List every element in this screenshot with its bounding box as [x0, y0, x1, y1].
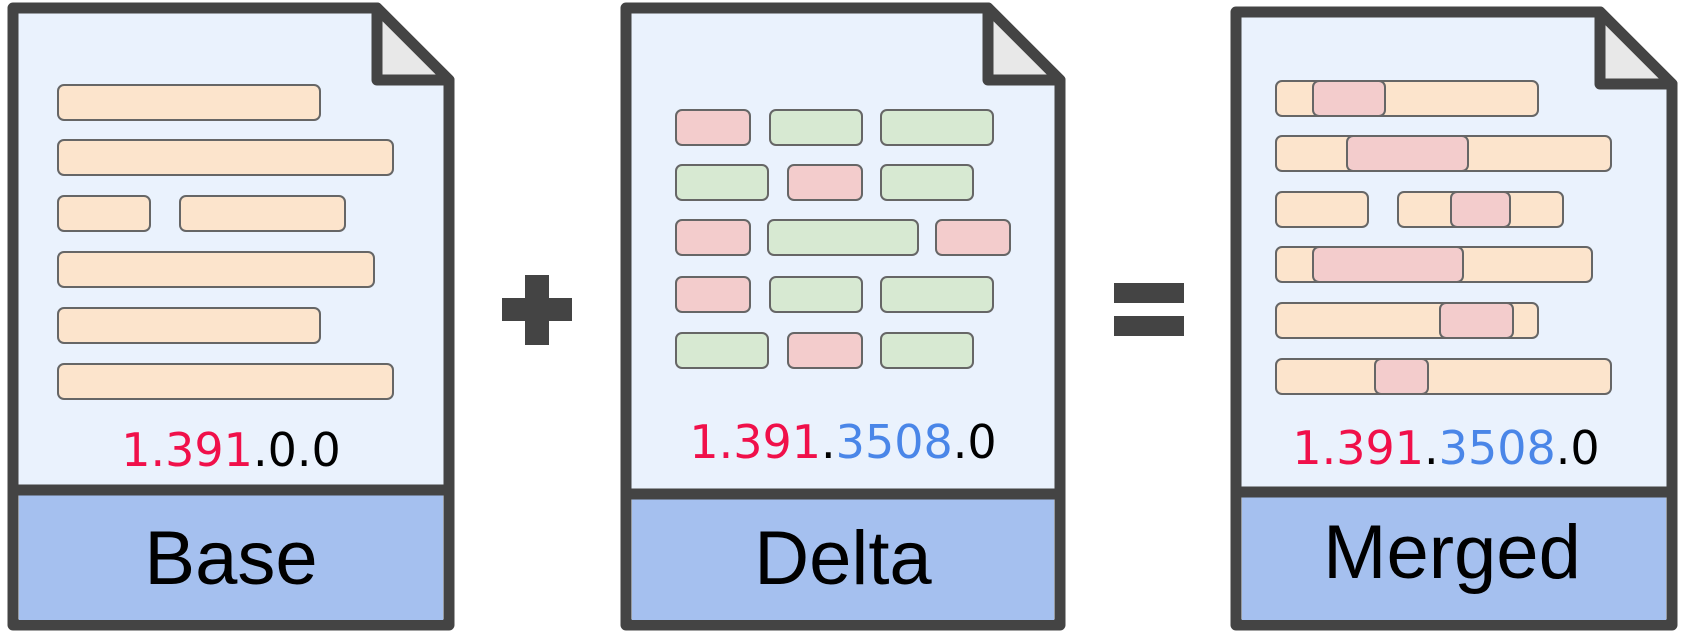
version-major: 1.391: [121, 423, 253, 477]
merged-label-band: [1242, 496, 1666, 620]
version-build: 3508: [1439, 421, 1556, 475]
delta-version: 1.391.3508.0: [689, 415, 996, 469]
version-separator: .: [821, 415, 836, 469]
delta-content-blocks: [675, 109, 1011, 369]
base-block: [57, 363, 394, 400]
plus-icon: [502, 275, 572, 345]
base-document: 1.391.0.0 Base: [7, 2, 455, 631]
base-block: [57, 195, 151, 232]
base-block: [1275, 191, 1369, 228]
removed-block: [935, 219, 1011, 256]
base-block: [57, 307, 321, 344]
equals-icon: [1114, 283, 1184, 336]
merged-page-fold-icon: [1594, 6, 1678, 90]
base-block: [57, 84, 321, 121]
version-patch: 0: [1570, 421, 1599, 475]
delta-document: 1.391.3508.0 Delta: [620, 2, 1066, 631]
base-block: [1275, 358, 1612, 395]
delta-page-fold-icon: [982, 2, 1066, 86]
removed-block: [675, 109, 751, 146]
base-page-fold-icon: [371, 2, 455, 86]
base-block: [179, 195, 346, 232]
removed-block: [1439, 302, 1514, 339]
added-block: [675, 332, 769, 369]
version-patch: 0: [967, 415, 996, 469]
merged-content-blocks: [1275, 80, 1612, 395]
base-block: [57, 251, 375, 288]
version-separator: .: [953, 415, 968, 469]
version-separator: .: [297, 423, 312, 477]
merged-document: 1.391.3508.0 Merged: [1230, 6, 1678, 631]
removed-block: [675, 219, 751, 256]
version-separator: .: [1556, 421, 1571, 475]
version-major: 1.391: [1292, 421, 1424, 475]
added-block: [675, 164, 769, 201]
removed-block: [1374, 358, 1429, 395]
version-build: 3508: [836, 415, 953, 469]
added-block: [880, 164, 974, 201]
added-block: [769, 109, 863, 146]
added-block: [880, 332, 974, 369]
added-block: [880, 276, 994, 313]
version-separator: .: [1424, 421, 1439, 475]
merged-version: 1.391.3508.0: [1292, 421, 1599, 475]
version-patch: 0: [311, 423, 340, 477]
version-build: 0: [268, 423, 297, 477]
removed-block: [1450, 191, 1511, 228]
added-block: [767, 219, 919, 256]
base-version: 1.391.0.0: [121, 423, 341, 477]
version-major: 1.391: [689, 415, 821, 469]
delta-page: [620, 2, 1066, 631]
base-label: Base: [144, 516, 317, 601]
removed-block: [1312, 246, 1464, 283]
added-block: [880, 109, 994, 146]
removed-block: [1346, 135, 1469, 172]
removed-block: [675, 276, 751, 313]
base-content-blocks: [57, 84, 394, 400]
base-block: [57, 139, 394, 176]
added-block: [769, 276, 863, 313]
base-label-band: [19, 494, 443, 620]
removed-block: [787, 164, 863, 201]
removed-block: [1312, 80, 1386, 117]
version-separator: .: [253, 423, 268, 477]
delta-label-band: [632, 498, 1054, 620]
delta-label: Delta: [754, 516, 932, 601]
removed-block: [787, 332, 863, 369]
merged-label: Merged: [1323, 510, 1581, 595]
